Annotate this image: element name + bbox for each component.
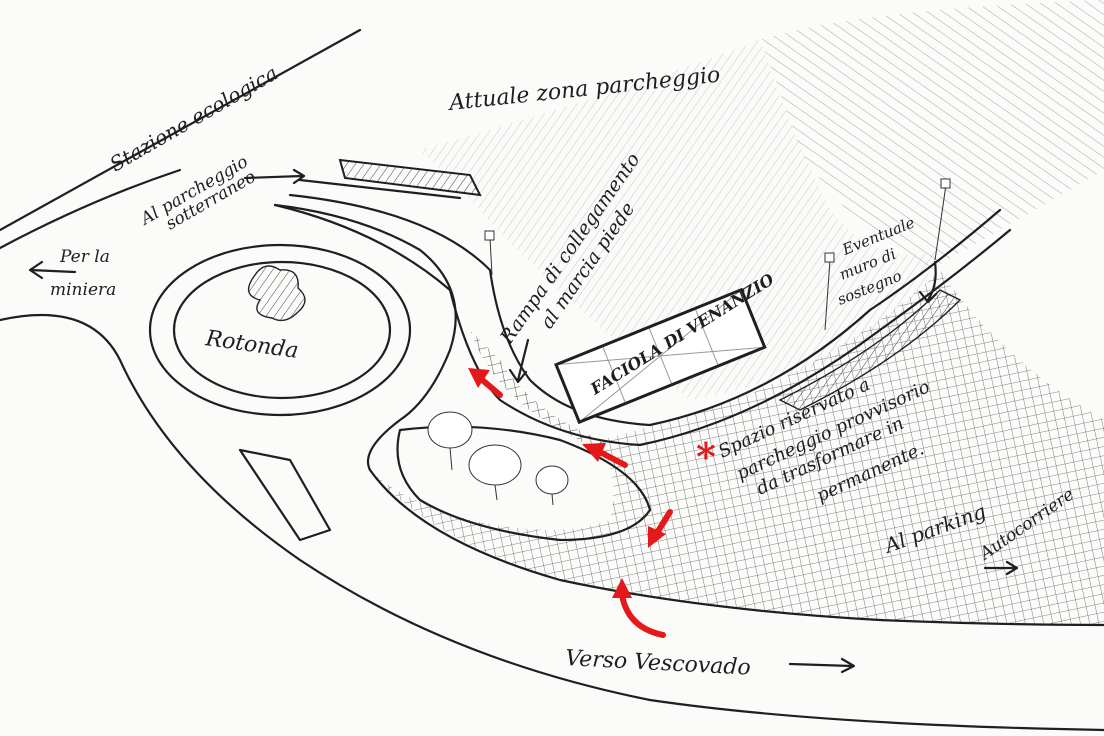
arrow-autocorriere [983,560,1019,576]
arrow-rampa [508,338,530,384]
arrow-vescovado [788,657,856,674]
arrow-parcheggio [243,168,306,185]
tree-icon [247,265,306,322]
rotonda-inner [172,260,392,400]
hillside [760,0,1104,270]
label-miniera-2: miniera [50,280,116,300]
road-curve-left [273,203,457,472]
facciola-block [554,287,767,425]
lamp-posts [484,178,951,331]
lower-road-edge [0,313,1104,732]
parking-upper-slope [420,40,940,400]
label-miniera-1: Per la [59,247,110,267]
label-vescovado: Verso Vescovado [565,646,752,681]
footpath [238,448,332,542]
label-asterisk: * [696,434,716,479]
paved-road [370,270,1104,625]
upper-road-edge [0,28,362,232]
green-island [396,425,652,542]
arrow-miniera [28,260,77,280]
arrow-muro [918,260,938,304]
access-road-outer [273,203,1012,447]
red-traffic-arrows [468,368,673,638]
label-rotonda: Rotonda [203,326,300,364]
parking-entrance [338,158,482,197]
label-stazione: Stazione ecologica [106,61,282,177]
ramp-strip [470,330,620,470]
retaining-wall [778,289,962,411]
rotonda-outer [148,243,412,417]
parking-entrance-wall [298,178,462,200]
upper-road-edge-2 [0,168,182,250]
tree-cluster [427,411,569,506]
